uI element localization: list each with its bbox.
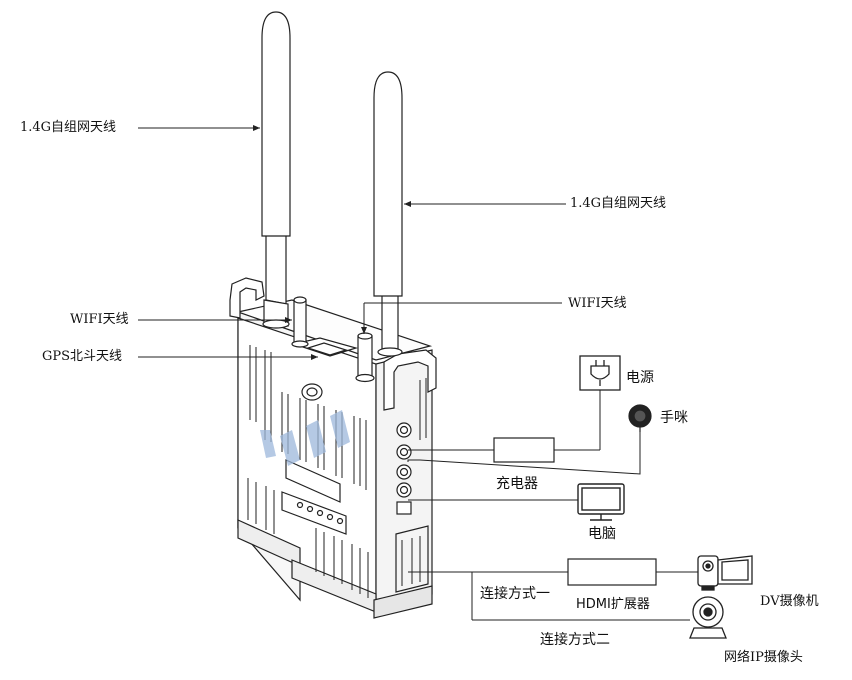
hdmi-extender-box <box>567 558 657 586</box>
label-connection-method-2: 连接方式二 <box>540 632 610 648</box>
label-computer: 电脑 <box>588 526 616 542</box>
label-gps-antenna: GPS北斗天线 <box>42 349 123 364</box>
watermark <box>260 410 350 466</box>
label-ip-camera: 网络IP摄像头 <box>724 650 803 665</box>
antenna-wifi-left-graphic <box>291 296 309 348</box>
label-wifi-antenna-left: WIFI天线 <box>70 312 129 327</box>
label-microphone: 手咪 <box>660 410 688 426</box>
monitor-icon <box>577 483 625 521</box>
label-hdmi-extender: HDMI扩展器 <box>576 597 650 612</box>
leader-lines <box>138 125 566 360</box>
label-antenna-mesh-left: 1.4G自组网天线 <box>20 120 117 135</box>
connection-lines <box>407 390 700 621</box>
antenna-mesh-left-graphic <box>261 11 291 329</box>
label-wifi-antenna-right: WIFI天线 <box>568 296 627 311</box>
charger-box <box>493 437 555 463</box>
antenna-wifi-right-graphic <box>355 332 375 383</box>
radio-device <box>229 277 437 619</box>
ip-camera-icon <box>689 596 727 639</box>
label-charger: 充电器 <box>496 476 538 492</box>
label-antenna-mesh-right: 1.4G自组网天线 <box>570 196 667 211</box>
antenna-mesh-right-graphic <box>373 71 403 357</box>
label-power: 电源 <box>626 370 654 386</box>
dv-camera-icon <box>697 555 753 591</box>
microphone-icon <box>628 404 652 432</box>
label-connection-method-1: 连接方式一 <box>480 586 550 602</box>
label-dv-camera: DV摄像机 <box>760 594 819 609</box>
power-plug-icon <box>579 355 621 391</box>
